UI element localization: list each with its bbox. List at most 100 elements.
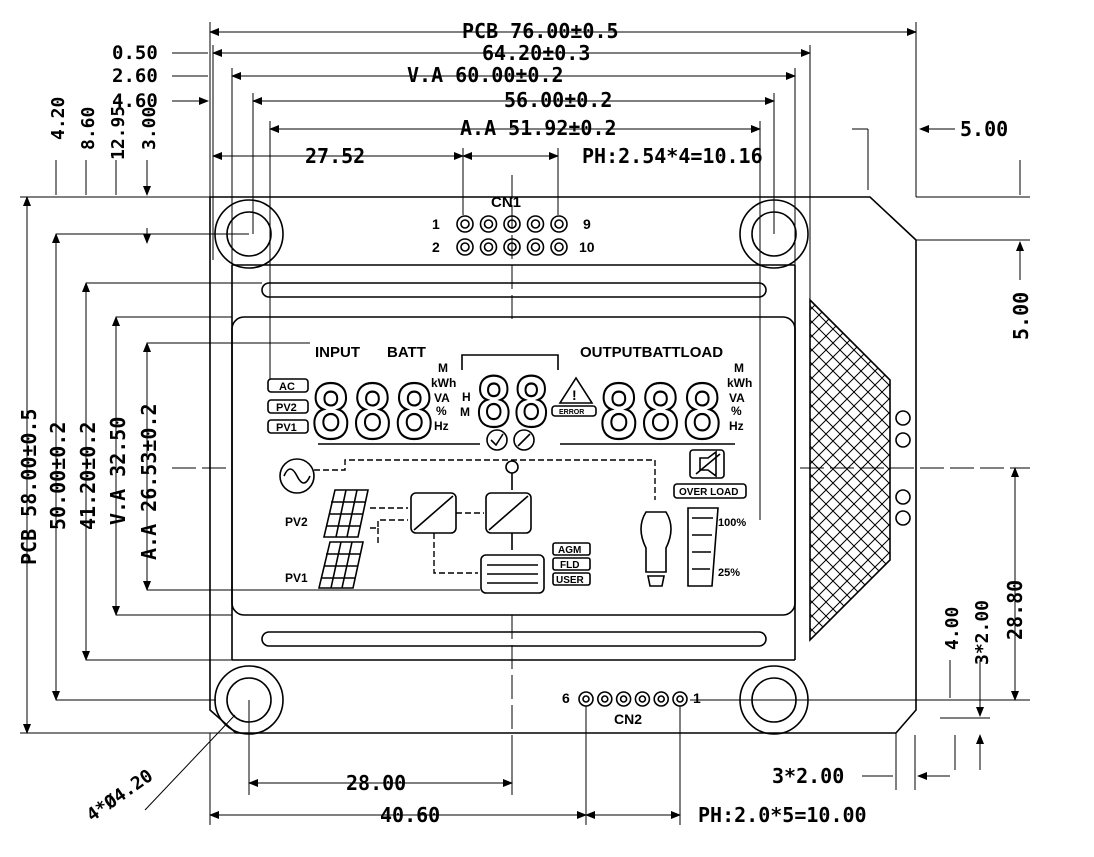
ac-badge: AC xyxy=(267,378,309,393)
dim-va-width: V.A 60.00±0.2 xyxy=(407,63,564,87)
pv1-icon-label: PV1 xyxy=(285,571,308,585)
unit-pct-left: % xyxy=(436,404,447,418)
dim-0-50: 0.50 xyxy=(112,42,158,64)
inverter-icon-left xyxy=(410,492,457,534)
cn1-pin-pad xyxy=(456,215,474,233)
center-digits-frame xyxy=(461,354,559,370)
dim-4-20: 4.20 xyxy=(48,97,69,140)
svg-text:USER: USER xyxy=(556,575,585,586)
svg-text:FLD: FLD xyxy=(560,560,579,571)
sine-wave-icon xyxy=(279,458,315,494)
svg-text:AC: AC xyxy=(279,381,295,393)
svg-text:!: ! xyxy=(572,387,577,403)
cn1-pin-pad xyxy=(550,238,568,256)
dimension-texts: PCB 76.00±0.5 64.20±0.3 V.A 60.00±0.2 56… xyxy=(17,19,1033,827)
dim-cn1-pitch: PH:2.54*4=10.16 xyxy=(582,144,763,168)
dim-28-00: 28.00 xyxy=(346,771,406,795)
center-lines xyxy=(172,175,1030,740)
pv2-badge: PV2 xyxy=(267,399,309,414)
svg-text:PV2: PV2 xyxy=(276,402,297,414)
unit-m-right: M xyxy=(734,361,744,375)
user-badge: USER xyxy=(552,572,591,586)
svg-text:OVER LOAD: OVER LOAD xyxy=(679,487,738,498)
mute-icon xyxy=(689,449,725,479)
unit-hz-right: Hz xyxy=(729,419,744,433)
dimension-lines xyxy=(20,22,1030,825)
load-bar-icon xyxy=(687,507,719,587)
dim-5-00-top: 5.00 xyxy=(960,117,1008,141)
cn1-pin-pad xyxy=(550,215,568,233)
center-h: H xyxy=(462,390,471,404)
dim-va-height: V.A 32.50 xyxy=(106,417,130,525)
cn2-pin-pad xyxy=(634,691,651,707)
load-25-label: 25% xyxy=(718,567,740,579)
dim-aa-height: A.A 26.53±0.2 xyxy=(137,403,161,560)
cn1-connector: CN1 1 2 9 10 xyxy=(432,194,595,256)
warning-icon: ! xyxy=(558,376,594,404)
lcd-segments: INPUT BATT OUTPUTBATTLOAD AC PV2 PV1 888… xyxy=(267,344,752,594)
cn2-pin-1: 1 xyxy=(693,690,701,706)
lcd-batt-label: BATT xyxy=(387,344,426,361)
side-pins xyxy=(895,410,911,526)
dim-cn2-pitch: PH:2.0*5=10.00 xyxy=(698,803,867,827)
svg-text:PV1: PV1 xyxy=(276,422,297,434)
svg-text:AGM: AGM xyxy=(558,545,581,556)
dim-pcb-width: PCB 76.00±0.5 xyxy=(462,19,619,43)
dim-3-00: 3.00 xyxy=(139,107,160,150)
cn1-pin-pad xyxy=(456,238,474,256)
cn2-pin-pad xyxy=(653,691,670,707)
cn2-pin-pad xyxy=(596,691,613,707)
unit-kwh-left: kWh xyxy=(431,376,456,390)
dim-aa-width: A.A 51.92±0.2 xyxy=(460,116,617,140)
dim-5-00-side: 5.00 xyxy=(1009,292,1033,340)
fld-badge: FLD xyxy=(552,557,591,571)
dim-27-52: 27.52 xyxy=(305,144,365,168)
dim-64-20: 64.20±0.3 xyxy=(482,41,590,65)
unit-hz-left: Hz xyxy=(434,419,449,433)
cn2-pin-pad xyxy=(672,691,688,707)
cn1-pin-pad xyxy=(526,238,545,256)
cn1-pin-9: 9 xyxy=(583,216,591,232)
dim-pcb-height: PCB 58.00±0.5 xyxy=(17,408,41,565)
cn2-pin-pad xyxy=(578,691,594,707)
pv1-badge: PV1 xyxy=(267,419,309,434)
flow-line-top xyxy=(314,459,656,500)
pcb-outline xyxy=(209,196,917,734)
pv2-icon-label: PV2 xyxy=(285,515,308,529)
dim-28-80: 28.80 xyxy=(1003,580,1027,640)
dim-2-60: 2.60 xyxy=(112,65,158,87)
lcd-input-label: INPUT xyxy=(315,344,360,361)
cn1-pin-pad xyxy=(479,238,498,256)
unit-va-left: VA xyxy=(434,391,450,405)
cn2-connector: 6 1 CN2 xyxy=(562,690,701,727)
error-badge: ERROR xyxy=(551,405,597,417)
dim-12-95: 12.95 xyxy=(108,106,129,160)
dim-41-20: 41.20±0.2 xyxy=(76,422,100,530)
dim-4-60: 4.60 xyxy=(112,90,158,112)
cn2-label: CN2 xyxy=(614,711,642,727)
dim-3x2-bottom: 3*2.00 xyxy=(772,764,844,788)
svg-text:ERROR: ERROR xyxy=(559,409,584,416)
check-icon xyxy=(486,429,535,451)
cn2-pin-6: 6 xyxy=(562,690,570,706)
cn1-pin-2: 2 xyxy=(432,239,440,255)
bulb-icon xyxy=(640,511,672,587)
cn1-label: CN1 xyxy=(491,194,521,211)
dim-40-60: 40.60 xyxy=(380,803,440,827)
battery-icon xyxy=(480,554,545,594)
flow-pv-to-inverter xyxy=(370,507,484,574)
unit-pct-right: % xyxy=(731,404,742,418)
overload-badge: OVER LOAD xyxy=(673,483,747,499)
lcd-digits-left: 888 xyxy=(310,370,435,456)
unit-kwh-right: kWh xyxy=(727,376,752,390)
lcd-digits-center: 88 xyxy=(475,364,550,443)
cn1-pin-pad xyxy=(503,215,521,233)
dim-3x2-right: 3*2.00 xyxy=(972,600,993,665)
solar-panel-icon-pv1 xyxy=(317,541,364,589)
dim-50: 50.00±0.2 xyxy=(46,422,70,530)
cn1-pin-pad xyxy=(503,238,521,256)
agm-badge: AGM xyxy=(552,542,591,556)
cn1-pin-pad xyxy=(479,215,498,233)
cn1-pin-pad xyxy=(526,215,545,233)
